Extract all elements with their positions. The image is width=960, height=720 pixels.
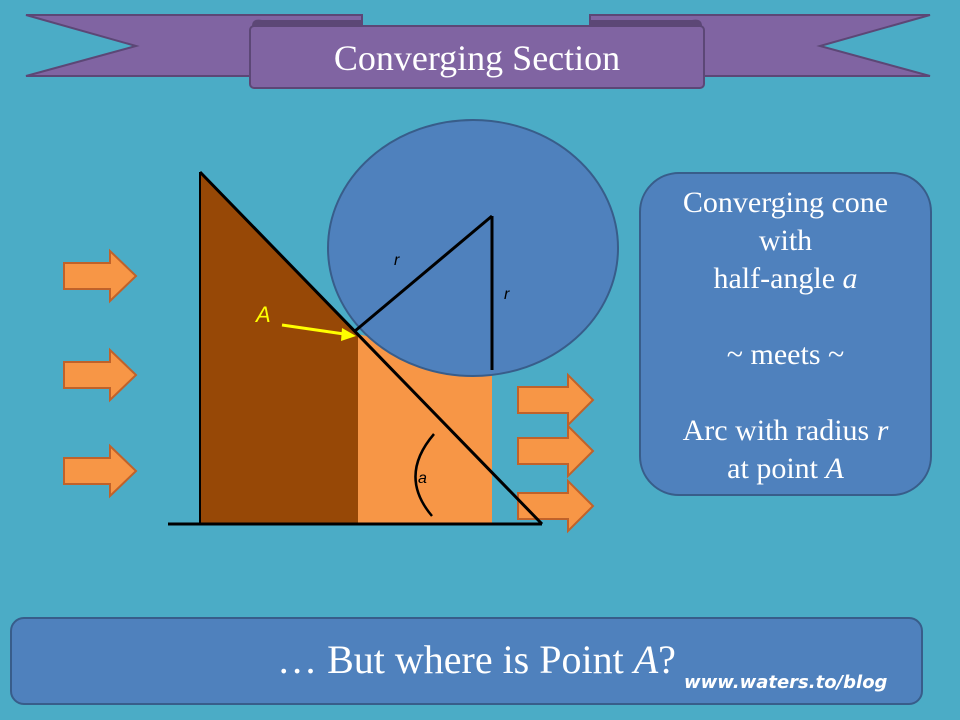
info-line: Arc with radius r <box>641 412 930 450</box>
info-variable: a <box>842 262 858 295</box>
page-title: Converging Section <box>333 38 621 78</box>
question-prefix: … But where is Point <box>277 636 634 682</box>
radius-line-1 <box>354 214 493 333</box>
brown-wall-region <box>200 172 358 524</box>
inflow-arrow <box>63 443 138 499</box>
info-variable: A <box>825 452 844 485</box>
outflow-arrow <box>517 423 595 479</box>
inflow-arrows <box>63 248 138 499</box>
info-variable: r <box>876 414 889 447</box>
ribbon-center <box>249 25 705 89</box>
info-line: at point A <box>641 450 930 488</box>
info-spacer <box>641 374 930 412</box>
question-text: … But where is Point A? <box>277 636 676 683</box>
info-line: half-angle a <box>641 260 930 298</box>
info-text: Arc with radius <box>682 414 877 447</box>
radius-label-1: r <box>394 252 400 269</box>
info-text: at point <box>727 452 826 485</box>
info-line: with <box>758 224 813 257</box>
angle-label: a <box>418 470 427 487</box>
outflow-arrow <box>517 372 595 428</box>
info-box: Converging cone with half-angle a ~ meet… <box>639 172 932 496</box>
info-line: Converging cone <box>682 186 889 219</box>
point-a-pointer <box>281 323 356 341</box>
title-ribbon <box>25 14 931 89</box>
cone-line <box>198 170 544 526</box>
info-spacer <box>641 298 930 336</box>
radius-label-2: r <box>504 286 510 303</box>
inflow-arrow <box>63 248 138 304</box>
info-line: ~ meets ~ <box>726 338 845 371</box>
blog-credit: www.waters.to/blog <box>684 672 888 693</box>
question-suffix: ? <box>658 636 676 682</box>
orange-flow-region <box>358 334 492 524</box>
question-variable: A <box>633 636 659 682</box>
radius-circle <box>327 119 619 377</box>
angle-arc <box>414 433 435 517</box>
inflow-arrow <box>63 347 138 403</box>
question-box: … But where is Point A? <box>10 617 923 705</box>
point-a-label: A <box>254 302 271 327</box>
outflow-arrows <box>517 372 595 534</box>
info-text: half-angle <box>713 262 843 295</box>
